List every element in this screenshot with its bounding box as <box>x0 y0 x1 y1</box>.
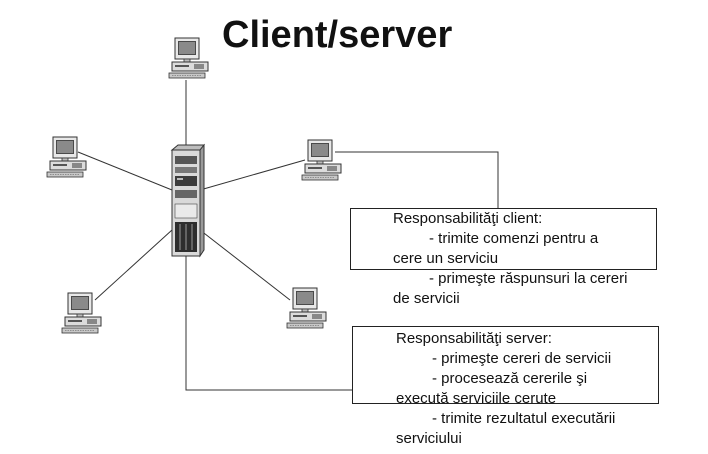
client-computer-top <box>168 37 209 79</box>
connection-lines <box>77 80 499 391</box>
desktop-computer-icon <box>168 37 209 79</box>
desktop-computer-icon <box>46 136 87 178</box>
server-responsibilities-box <box>352 326 659 404</box>
server-line: - procesează cererile şi <box>432 370 588 387</box>
client-line: - trimite comenzi pentru a <box>429 230 599 247</box>
desktop-computer-icon <box>286 287 327 329</box>
diagram-title: Client/server <box>222 14 453 56</box>
client-computer-bottom-left <box>61 292 102 334</box>
client-line: - primeşte răspunsuri la cereri <box>429 270 628 287</box>
server-line: serviciului <box>396 430 462 447</box>
desktop-computer-icon <box>301 139 342 181</box>
server-responsibilities-text: Responsabilităţi server: - primeşte cere… <box>396 329 615 449</box>
client-computer-right <box>301 139 342 181</box>
desktop-computer-icon <box>61 292 102 334</box>
server-line: - primeşte cereri de servicii <box>432 350 612 367</box>
server-line: execută serviciile cerute <box>396 390 557 407</box>
server-tower-icon <box>170 143 206 258</box>
client-computer-left <box>46 136 87 178</box>
client-heading: Responsabilităţi client: <box>393 210 543 227</box>
server-line: - trimite rezultatul executării <box>432 410 616 427</box>
server-heading: Responsabilităţi server: <box>396 330 552 347</box>
client-line: cere un serviciu <box>393 250 499 267</box>
client-line: de servicii <box>393 290 460 307</box>
client-responsibilities-box <box>350 208 657 270</box>
client-computer-bottom-right <box>286 287 327 329</box>
client-responsibilities-text: Responsabilităţi client: - trimite comen… <box>393 209 627 309</box>
